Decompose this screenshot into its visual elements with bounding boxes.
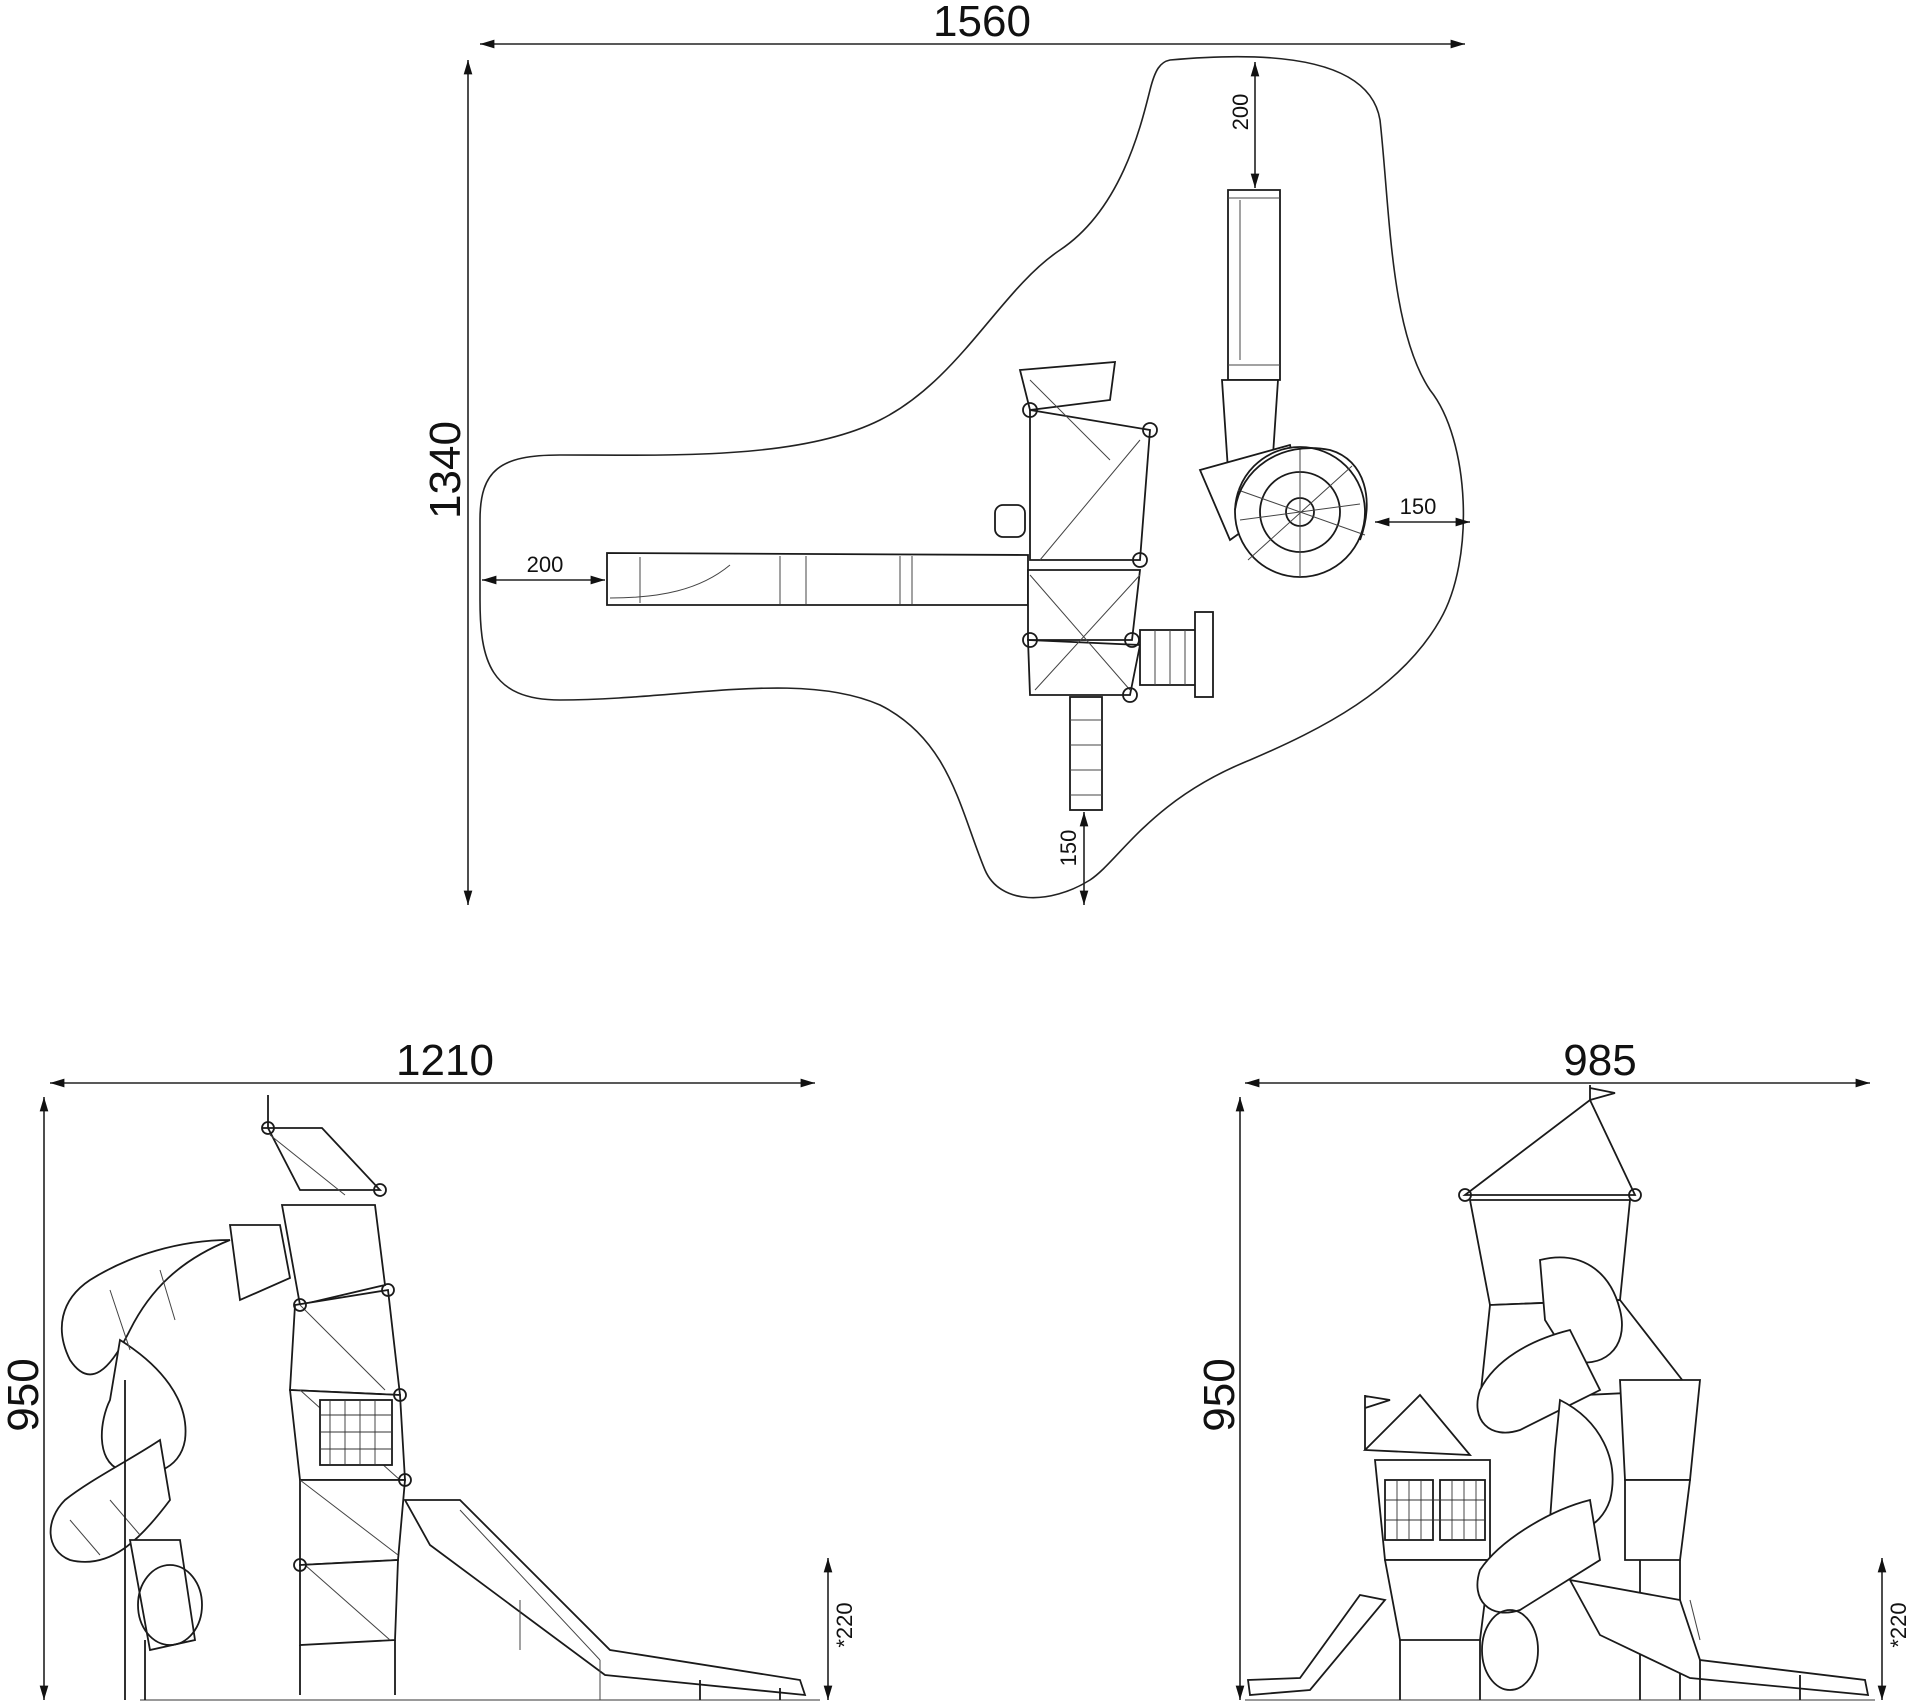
side-view: 1210 950 *220 [0, 1036, 857, 1701]
side-climbing-net [319, 1399, 393, 1466]
side-tower-frame [261, 1095, 412, 1695]
plan-straight-slide-left [606, 552, 1029, 606]
side-straight-slide [403, 1499, 807, 1700]
side-spiral-tube-slide [49, 1224, 292, 1700]
plan-width-label: 1560 [933, 0, 1031, 46]
front-fall-height-label: *220 [1886, 1602, 1911, 1647]
front-left-slide [1246, 1594, 1387, 1696]
right-clearance-label: 150 [1400, 494, 1437, 519]
plan-height-label: 1340 [421, 421, 470, 519]
side-fall-height-label: *220 [832, 1602, 857, 1647]
front-spiral-tube-slide [1476, 1256, 1623, 1691]
left-clearance-label: 200 [527, 552, 564, 577]
side-width-label: 1210 [396, 1036, 494, 1085]
front-right-tower [1619, 1379, 1701, 1700]
plan-straight-slide-top [1221, 189, 1281, 471]
front-height-label: 950 [1195, 1358, 1244, 1431]
front-left-tower [1362, 1393, 1492, 1700]
bottom-clearance-label: 150 [1056, 830, 1081, 867]
side-height-label: 950 [0, 1358, 48, 1431]
front-view: 985 950 *220 [1195, 1036, 1911, 1701]
plan-view: 1560 1340 200 200 150 150 [421, 0, 1470, 905]
safety-zone-outline [479, 55, 1465, 899]
plan-tower-cluster [994, 361, 1214, 811]
top-clearance-label: 200 [1228, 94, 1253, 131]
plan-spiral-slide [1198, 443, 1368, 578]
front-width-label: 985 [1563, 1036, 1636, 1085]
front-right-slide [1568, 1578, 1870, 1700]
